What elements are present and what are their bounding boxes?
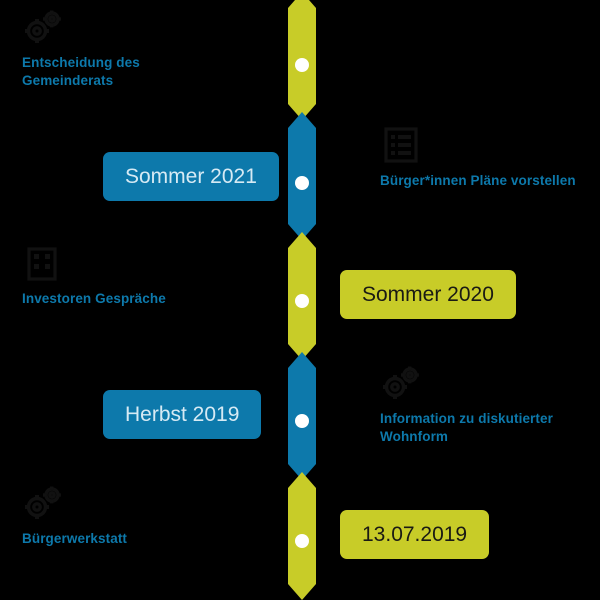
building-icon bbox=[22, 243, 66, 283]
timeline-node[interactable] bbox=[295, 58, 309, 72]
milestone-caption: Bürgerwerkstatt bbox=[22, 531, 128, 546]
timeline-axis bbox=[288, 0, 316, 600]
timeline-node[interactable] bbox=[295, 534, 309, 548]
timeline-segment bbox=[288, 0, 316, 120]
timeline-node[interactable] bbox=[295, 294, 309, 308]
milestone-label-block: Information zu diskutierter Wohnform bbox=[380, 363, 553, 446]
timeline-node[interactable] bbox=[295, 414, 309, 428]
gears-icon bbox=[380, 363, 424, 403]
date-chip-sommer-2020[interactable]: Sommer 2020 bbox=[340, 270, 516, 320]
date-chip-herbst-2019[interactable]: Herbst 2019 bbox=[103, 390, 262, 440]
milestone-caption: Investoren Gespräche bbox=[22, 291, 166, 306]
timeline-segment bbox=[288, 352, 316, 480]
milestone-buergerwerkstatt: 13.07.2019 Bürgerwerkstatt bbox=[0, 481, 600, 600]
gears-icon bbox=[22, 483, 66, 523]
timeline-segment bbox=[288, 112, 316, 240]
timeline-segment bbox=[288, 232, 316, 360]
milestone-herbst-2019: Herbst 2019 Information zu diskutierter W… bbox=[0, 361, 600, 481]
date-chip-wrapper: Herbst 2019 bbox=[103, 390, 565, 440]
date-chip-wrapper: Sommer 2020 bbox=[340, 270, 516, 320]
milestone-label-block: Bürgerwerkstatt bbox=[22, 483, 127, 548]
milestone-caption: Bürger*innen Pläne vorstellen bbox=[380, 173, 576, 188]
milestone-sommer-2021: Sommer 2021 Bürger*innen Pläne vorstellen bbox=[0, 123, 600, 243]
milestone-caption: Entscheidung des Gemeinderats bbox=[22, 55, 140, 89]
date-chip-wrapper: Sommer 2021 bbox=[103, 152, 565, 202]
milestone-caption: Information zu diskutierter Wohnform bbox=[380, 411, 553, 445]
milestone-label-block: Bürger*innen Pläne vorstellen bbox=[380, 125, 576, 190]
timeline-node[interactable] bbox=[295, 176, 309, 190]
document-list-icon bbox=[380, 125, 424, 165]
date-chip-wrapper: 13.07.2019 bbox=[340, 510, 490, 560]
milestone-label-block: Entscheidung des Gemeinderats bbox=[22, 7, 140, 90]
milestone-sommer-2020: Sommer 2020 Investoren Gespräche bbox=[0, 241, 600, 361]
timeline-segment bbox=[288, 472, 316, 600]
date-chip-sommer-2021[interactable]: Sommer 2021 bbox=[103, 152, 279, 202]
milestone-entscheidung-gemeinderat: Entscheidung des Gemeinderats bbox=[0, 5, 600, 125]
gears-icon bbox=[22, 7, 66, 47]
date-chip-buergerwerkstatt[interactable]: 13.07.2019 bbox=[340, 510, 490, 560]
milestone-label-block: Investoren Gespräche bbox=[22, 243, 166, 308]
